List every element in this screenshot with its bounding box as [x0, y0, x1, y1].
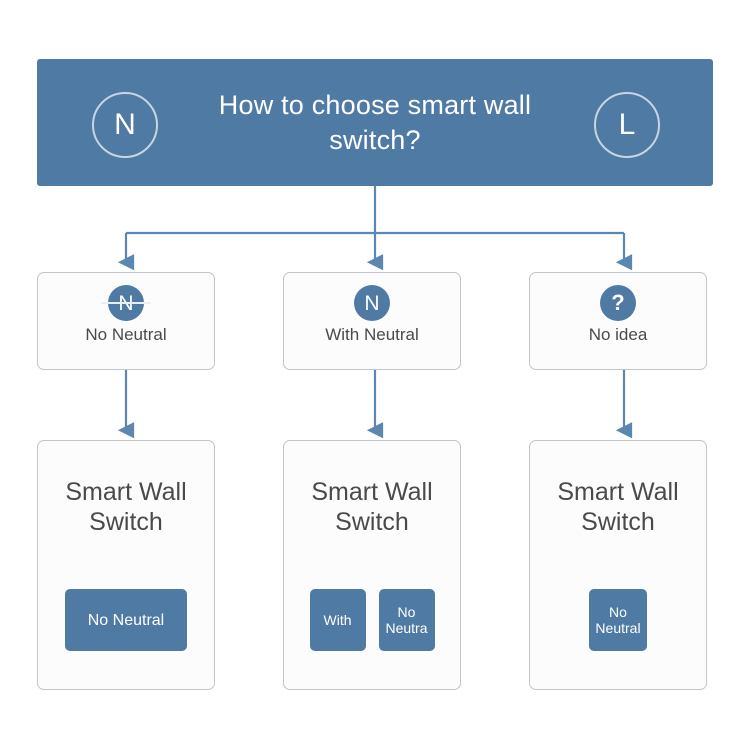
- neutral-terminal-label: N: [114, 108, 136, 141]
- switch-button-label: No Neutral: [595, 604, 641, 636]
- switch-button-no-neutral[interactable]: No Neutral: [589, 589, 647, 651]
- switch-button-with[interactable]: With: [309, 589, 366, 651]
- live-terminal-label: L: [618, 108, 636, 141]
- product-title: Smart Wall Switch: [557, 478, 679, 536]
- product-button-row: With No Neutra: [284, 589, 460, 651]
- neutral-terminal-icon: N: [92, 92, 158, 158]
- question-mark-icon: ?: [600, 285, 636, 321]
- choice-label-with-neutral: With Neutral: [325, 325, 419, 344]
- product-button-row: No Neutral: [530, 589, 706, 651]
- strike-line: [101, 302, 151, 304]
- choice-label-no-idea: No idea: [588, 325, 648, 344]
- n-struck-through-icon: N: [101, 285, 151, 321]
- switch-button-no-neutral[interactable]: No Neutral: [65, 589, 187, 651]
- switch-button-label: No Neutra: [385, 604, 428, 636]
- product-box-no-idea[interactable]: Smart Wall Switch No Neutral: [529, 440, 707, 690]
- badge-letter: N: [364, 291, 380, 315]
- choice-box-no-idea[interactable]: ? No idea: [529, 272, 707, 370]
- switch-button-label: No Neutral: [87, 611, 165, 629]
- product-button-row: No Neutral: [38, 589, 214, 651]
- choice-box-no-neutral[interactable]: N No Neutral: [37, 272, 215, 370]
- product-box-no-neutral[interactable]: Smart Wall Switch No Neutral: [37, 440, 215, 690]
- switch-button-no-neutra[interactable]: No Neutra: [378, 589, 435, 651]
- page-title: How to choose smart wall switch?: [218, 89, 532, 155]
- choice-box-with-neutral[interactable]: N With Neutral: [283, 272, 461, 370]
- choice-label-no-neutral: No Neutral: [85, 325, 167, 344]
- product-title: Smart Wall Switch: [65, 478, 187, 536]
- badge-letter: ?: [611, 290, 625, 315]
- switch-button-label: With: [323, 612, 352, 628]
- product-box-with-neutral[interactable]: Smart Wall Switch With No Neutra: [283, 440, 461, 690]
- live-terminal-icon: L: [594, 92, 660, 158]
- n-circle-icon: N: [354, 285, 390, 321]
- product-title: Smart Wall Switch: [311, 478, 433, 536]
